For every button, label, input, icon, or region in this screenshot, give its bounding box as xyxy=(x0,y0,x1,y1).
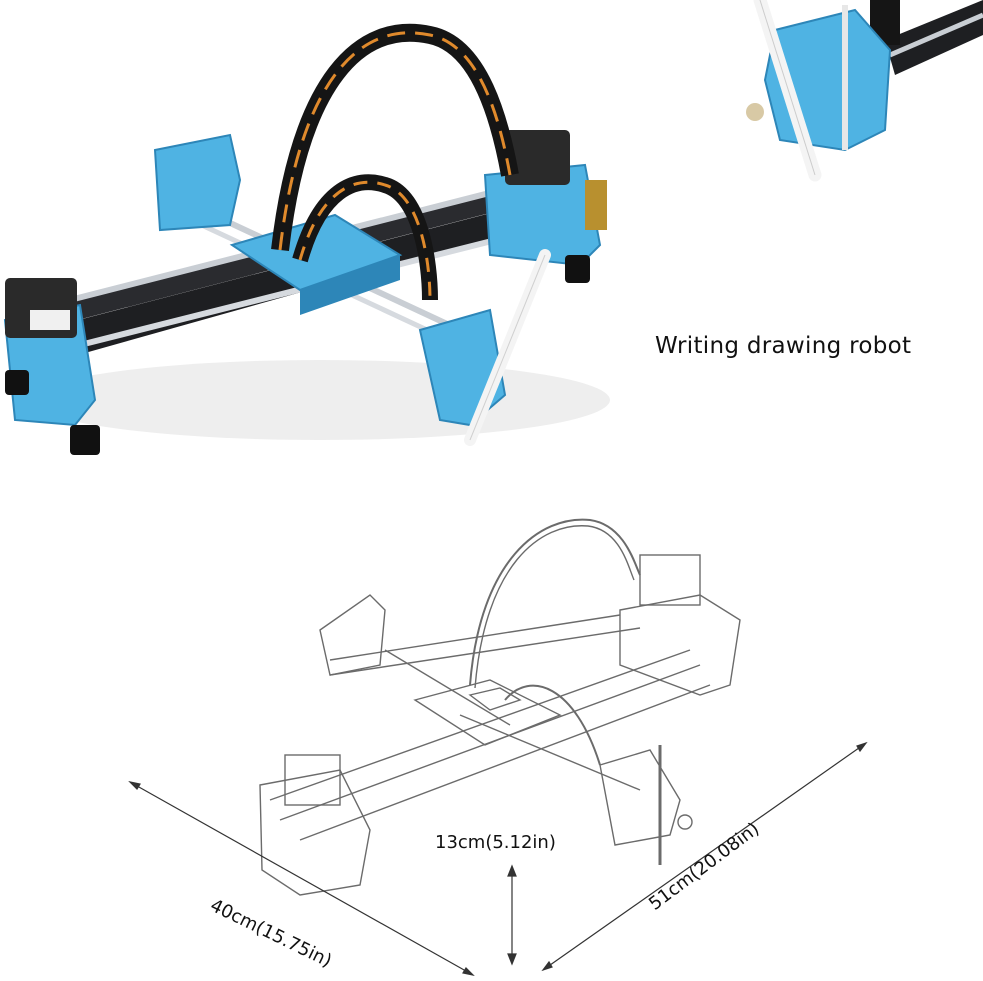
dim-line-width xyxy=(129,781,474,976)
plotter-line-drawing xyxy=(128,518,868,976)
foot-left xyxy=(5,370,29,395)
drawing-cable xyxy=(469,518,641,686)
dim-line-depth xyxy=(542,742,867,971)
drawing-cable-small xyxy=(504,684,601,766)
pen-holder-closeup-photo xyxy=(735,0,983,200)
pen-outline xyxy=(469,254,546,441)
drawing-rail-3 xyxy=(384,649,511,726)
inset-pen-outline xyxy=(759,0,816,176)
drawing-motor-back xyxy=(639,554,701,606)
cable-small-wire xyxy=(298,180,432,301)
dimension-drawing xyxy=(0,500,983,981)
drawing-rail-1 xyxy=(329,614,621,661)
drawing-bracket-back-right xyxy=(619,594,741,696)
dimension-height-label: 13cm(5.12in) xyxy=(435,832,556,853)
bracket-back-left xyxy=(153,133,242,232)
drawing-knob xyxy=(677,814,693,830)
drawing-motor-front xyxy=(284,754,341,806)
foot-front-left xyxy=(70,425,100,455)
drawing-rail-7 xyxy=(459,714,641,791)
drawing-plate-logo xyxy=(468,687,522,711)
drawing-rail-6 xyxy=(299,684,711,841)
dim-arrow-depth-start xyxy=(541,960,553,972)
motor-label xyxy=(30,310,70,330)
dim-arrow-height-end xyxy=(507,953,517,966)
circuit-board xyxy=(585,180,607,230)
product-caption: Writing drawing robot xyxy=(655,333,912,359)
dim-arrow-width-start xyxy=(128,781,141,790)
product-photo xyxy=(0,0,640,495)
plotter-photo-illustration xyxy=(3,23,610,455)
foot-back-right xyxy=(565,255,590,283)
drawing-rail-4 xyxy=(269,649,691,801)
inset-rod xyxy=(889,12,983,58)
dim-arrow-height-start xyxy=(507,864,517,877)
drawing-bracket-front-left xyxy=(259,769,371,896)
inset-knob xyxy=(746,103,764,121)
drawing-rail-2 xyxy=(329,627,641,676)
ground-shadow xyxy=(30,360,610,440)
motor-back-right xyxy=(505,130,570,185)
drawing-pen-holder xyxy=(599,749,681,846)
drawing-bracket-back-left xyxy=(319,594,386,676)
cable-big-wire xyxy=(278,31,512,251)
drawing-cable-inner xyxy=(474,525,635,689)
center-carriage-side xyxy=(300,255,400,315)
pen-holder-closeup-illustration xyxy=(746,0,983,182)
dim-arrow-width-end xyxy=(462,967,475,976)
drawing-center-plate xyxy=(413,679,562,746)
dim-arrow-depth-end xyxy=(856,741,868,753)
